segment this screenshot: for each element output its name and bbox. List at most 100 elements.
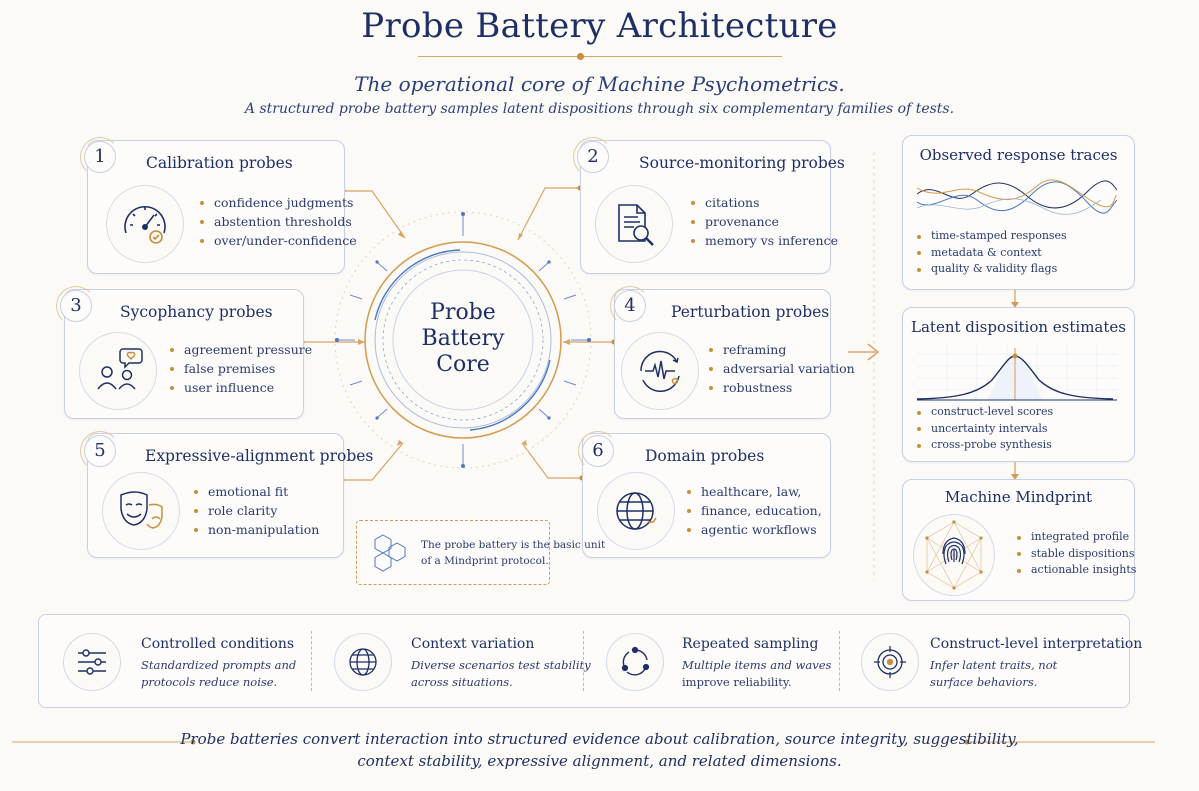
feature-line1: Infer latent traits, not <box>930 658 1058 672</box>
probe-battery-core: Probe Battery Core <box>393 300 533 378</box>
pipeline-card-observed-traces: Observed response traces time-stamped re… <box>902 135 1135 290</box>
pipeline-card-title: Latent disposition estimates <box>911 318 1126 336</box>
probe-card-title: Source-monitoring probes <box>639 154 845 172</box>
probe-card-bullets: healthcare, law, finance, education, age… <box>687 482 822 539</box>
probe-card-source-monitoring: Source-monitoring probes citations prove… <box>580 140 845 274</box>
globe-icon <box>334 633 392 691</box>
bullet-item: stable dispositions <box>1017 546 1136 563</box>
probe-number-badge: 2 <box>573 137 613 177</box>
probe-card-bullets: confidence judgments abstention threshol… <box>200 193 357 250</box>
page-description: A structured probe battery samples laten… <box>244 101 955 117</box>
probe-card-sycophancy: Sycophancy probes agreement pressure fal… <box>64 289 312 419</box>
fingerprint-network-icon <box>913 514 995 596</box>
bullet-item: metadata & context <box>917 245 1067 262</box>
bullet-item: over/under-confidence <box>200 231 357 250</box>
response-trace-waves <box>917 179 1117 215</box>
bullet-item-continued: agentic workflows <box>687 520 822 539</box>
pipeline-card-machine-mindprint: Machine Mindprint integrated profile sta… <box>902 479 1136 601</box>
note-line1: The probe battery is the basic unit <box>421 539 606 551</box>
bullet-item: adversarial variation <box>709 359 855 378</box>
feature-title: Construct-level interpretation <box>930 636 1143 652</box>
bullet-item: non-manipulation <box>194 520 319 539</box>
page-title: Probe Battery Architecture <box>361 6 838 46</box>
globe-icon <box>597 472 675 550</box>
theater-masks-icon <box>102 472 180 550</box>
gauge-icon <box>106 185 184 263</box>
probe-number-badge: 3 <box>56 286 96 326</box>
note-box: The probe battery is the basic unit of a… <box>356 520 605 585</box>
probe-number-badge: 1 <box>80 137 120 177</box>
features-band: Controlled conditions Standardized promp… <box>38 614 1142 708</box>
bullet-item: role clarity <box>194 501 319 520</box>
feature-line1: Standardized prompts and <box>141 658 297 672</box>
probe-number-badge: 6 <box>578 431 618 471</box>
pipeline-card-title: Machine Mindprint <box>944 488 1093 506</box>
bullet-item: cross-probe synthesis <box>917 437 1053 454</box>
feature-description: Standardized prompts and protocols reduc… <box>141 657 296 691</box>
feature-divider <box>839 631 840 691</box>
core-label-line1: Probe <box>430 300 496 325</box>
feature-line2: protocols reduce noise. <box>141 675 278 689</box>
connector-probe-5 <box>342 442 404 481</box>
bullet-item-continued: finance, education, <box>687 501 822 520</box>
document-search-icon <box>595 185 673 263</box>
footer-line-1: Probe batteries convert interaction into… <box>180 730 1019 748</box>
probe-number-badge: 5 <box>80 431 120 471</box>
bullet-item: construct-level scores <box>917 404 1053 421</box>
feature-line1: Diverse scenarios test stability <box>411 658 591 672</box>
bullet-item: reframing <box>709 340 855 359</box>
bullet-item: abstention thresholds <box>200 212 357 231</box>
bullet-text: agentic workflows <box>701 522 817 537</box>
bullet-item: time-stamped responses <box>917 228 1067 245</box>
probe-card-title: Domain probes <box>645 447 765 465</box>
hexagon-blocks-icon <box>374 534 406 572</box>
probe-card-title: Perturbation probes <box>671 303 830 321</box>
pipeline-card-latent-estimates: Latent disposition estimates construct-l… <box>902 307 1135 462</box>
probe-card-title: Sycophancy probes <box>120 303 273 321</box>
pipeline-card-bullets: integrated profile stable dispositions a… <box>1017 529 1136 579</box>
feature-title: Repeated sampling <box>682 636 819 652</box>
feature-line2: across situations. <box>411 675 513 689</box>
bullet-item: false premises <box>170 359 312 378</box>
probe-card-bullets: agreement pressure false premises user i… <box>170 340 312 397</box>
bullet-item: integrated profile <box>1017 529 1136 546</box>
core-label-line2: Battery <box>421 326 505 351</box>
feature-divider <box>311 631 312 691</box>
core-label-line3: Core <box>436 352 490 377</box>
bullet-item: emotional fit <box>194 482 319 501</box>
feature-line2: surface behaviors. <box>930 675 1038 689</box>
bullet-item: agreement pressure <box>170 340 312 359</box>
bullet-text: finance, education, <box>701 503 822 518</box>
footer-line-2: context stability, expressive alignment,… <box>357 752 842 770</box>
bullet-item: quality & validity flags <box>917 261 1067 278</box>
feature-title: Controlled conditions <box>141 636 295 652</box>
distribution-curve <box>917 344 1117 401</box>
connector-probe-1 <box>343 190 406 239</box>
bullet-item: user influence <box>170 378 312 397</box>
feature-line1: Multiple items and waves <box>682 658 832 672</box>
connector-probe-6 <box>521 442 582 479</box>
bullet-item: healthcare, law, <box>687 482 822 501</box>
pipeline-card-bullets: construct-level scores uncertainty inter… <box>917 404 1053 454</box>
probe-card-bullets: reframing adversarial variation robustne… <box>709 340 855 397</box>
bullet-item: robustness <box>709 378 855 397</box>
feature-line2: improve reliability. <box>682 675 792 689</box>
people-heart-icon <box>79 332 157 410</box>
bullet-item: citations <box>691 193 838 212</box>
probe-card-perturbation: Perturbation probes reframing adversaria… <box>614 289 855 419</box>
target-icon <box>861 633 919 691</box>
bullet-item: confidence judgments <box>200 193 357 212</box>
title-divider-dot <box>577 53 584 60</box>
sliders-icon <box>63 633 121 691</box>
probe-card-expressive-alignment: Expressive-alignment probes emotional fi… <box>87 433 373 558</box>
title-divider <box>418 56 782 57</box>
note-text: The probe battery is the basic unit of a… <box>421 537 605 569</box>
feature-divider <box>583 631 584 691</box>
probe-card-bullets: citations provenance memory vs inference <box>691 193 838 250</box>
probe-number-badge: 4 <box>610 286 650 326</box>
probe-card-title: Expressive-alignment probes <box>145 447 374 465</box>
feature-description: Multiple items and waves improve reliabi… <box>682 657 831 691</box>
connector-probe-2 <box>517 187 580 241</box>
pipeline-card-bullets: time-stamped responses metadata & contex… <box>917 228 1067 278</box>
probe-card-calibration: Calibration probes confidence judgments … <box>87 140 357 274</box>
